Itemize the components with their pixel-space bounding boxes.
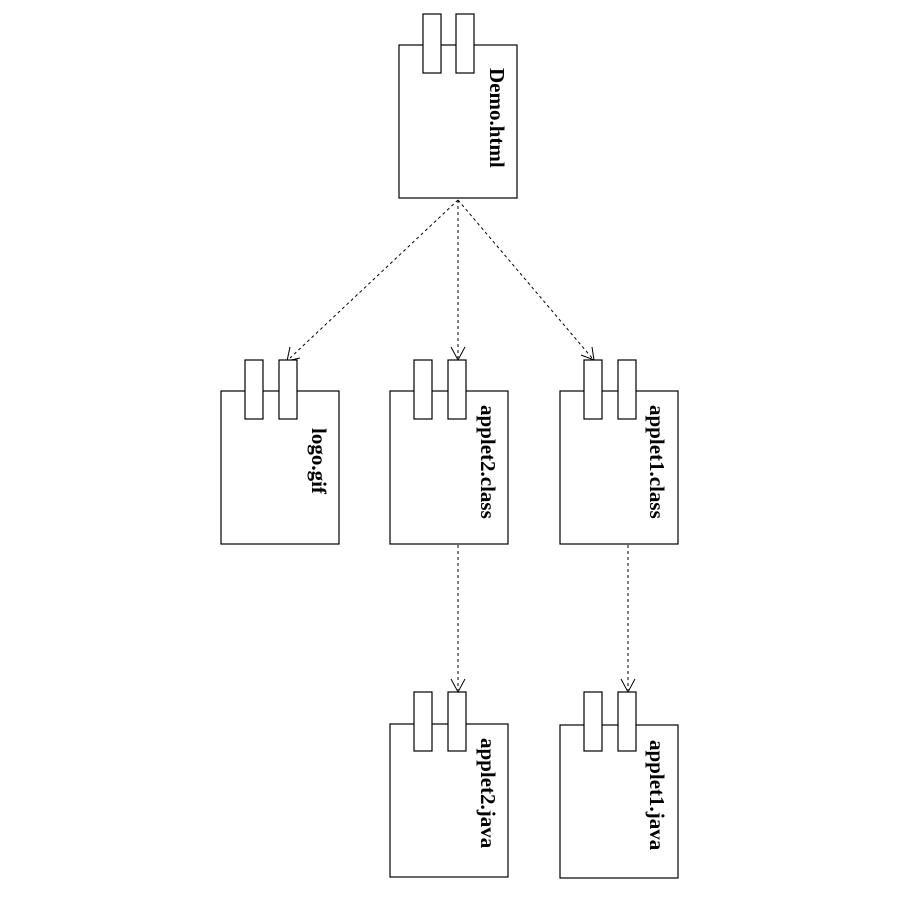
- dependency-applet1class-to-applet1java: [620, 545, 636, 694]
- component-tab-icon: [278, 359, 298, 420]
- component-demo-html: Demo.html: [398, 13, 518, 199]
- component-logo-gif: logo.gif: [220, 359, 340, 545]
- component-tab-icon: [455, 13, 475, 74]
- component-label: applet1.java: [645, 740, 669, 851]
- component-label: applet2.class: [476, 405, 500, 519]
- component-tab-icon: [617, 691, 637, 752]
- dependency-demo-to-applet2class: [450, 200, 466, 362]
- component-label: logo.gif: [307, 428, 331, 495]
- component-tab-icon: [583, 359, 603, 420]
- dependency-demo-to-logo: [286, 199, 459, 362]
- component-tab-icon: [244, 359, 264, 420]
- component-tab-icon: [617, 359, 637, 420]
- component-tab-icon: [413, 359, 433, 420]
- component-label: applet1.class: [645, 405, 669, 519]
- dependency-applet2class-to-applet2java: [450, 545, 466, 694]
- component-applet1-class: applet1.class: [559, 359, 679, 545]
- component-applet1-java: applet1.java: [559, 691, 679, 879]
- component-applet2-java: applet2.java: [389, 691, 509, 878]
- component-label: Demo.html: [485, 68, 509, 168]
- component-tab-icon: [447, 359, 467, 420]
- component-applet2-class: applet2.class: [389, 359, 509, 545]
- component-tab-icon: [583, 691, 603, 752]
- component-tab-icon: [422, 13, 442, 74]
- component-tab-icon: [413, 691, 433, 752]
- dependency-demo-to-applet1class: [457, 199, 595, 361]
- component-label: applet2.java: [476, 738, 500, 849]
- component-tab-icon: [447, 691, 467, 752]
